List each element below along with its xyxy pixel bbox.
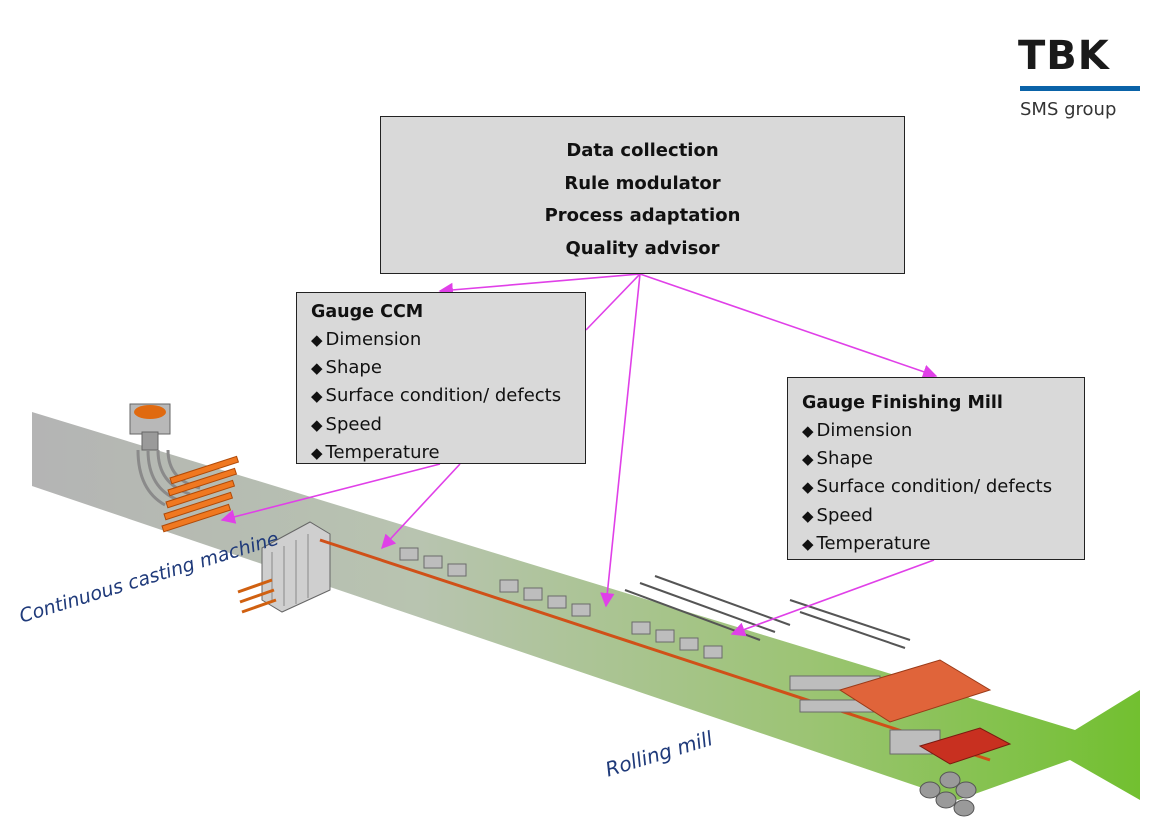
- arrow-ccm-to-furnace: [381, 463, 461, 550]
- list-item: ◆Surface condition/ defects: [802, 476, 1053, 498]
- logo-subtitle: SMS group: [1020, 99, 1117, 120]
- diamond-bullet-icon: ◆: [311, 387, 323, 406]
- ladle-icon: [129, 403, 171, 451]
- slab-stack-icon: [161, 455, 240, 533]
- arrow-to-ccm-box: [438, 273, 641, 298]
- arrow-to-finishing-box: [639, 273, 938, 379]
- diamond-bullet-icon: ◆: [802, 478, 814, 497]
- gauge-ccm-box: Gauge CCM ◆Dimension ◆Shape ◆Surface con…: [296, 292, 586, 464]
- gauge-finishing-mill-title: Gauge Finishing Mill: [802, 393, 1003, 413]
- diamond-bullet-icon: ◆: [311, 415, 323, 434]
- arrow-fm-to-mill: [730, 559, 935, 637]
- data-collection-box: Data collection Rule modulator Process a…: [380, 116, 905, 274]
- bar-bundle-icon: [838, 659, 1012, 765]
- list-item: ◆Speed: [802, 504, 873, 526]
- reheating-furnace-icon: [237, 521, 331, 614]
- list-item: ◆Temperature: [802, 532, 931, 554]
- logo-underline: [1020, 86, 1140, 91]
- box-line-process-adaptation: Process adaptation: [544, 205, 741, 226]
- list-item: ◆Shape: [802, 448, 873, 470]
- diamond-bullet-icon: ◆: [802, 422, 814, 440]
- list-item: ◆Dimension: [311, 329, 422, 350]
- box-line-quality-advisor: Quality advisor: [565, 237, 720, 259]
- diamond-bullet-icon: ◆: [802, 534, 814, 553]
- rolling-train-icon: [319, 538, 991, 762]
- box-line-data-collection: Data collection: [566, 140, 719, 161]
- arrow-ccm-box-link: [585, 273, 641, 331]
- data-flow-arrows: [220, 273, 938, 637]
- diamond-bullet-icon: ◆: [311, 359, 323, 378]
- list-item: ◆Shape: [311, 357, 382, 379]
- arrow-to-rolling-line: [600, 273, 641, 608]
- gauge-finishing-mill-box: Gauge Finishing Mill ◆Dimension ◆Shape ◆…: [787, 377, 1085, 560]
- list-item: ◆Speed: [311, 413, 382, 435]
- diamond-bullet-icon: ◆: [311, 443, 323, 462]
- list-item: ◆Dimension: [802, 420, 913, 441]
- arrow-ccm-to-caster: [220, 463, 441, 524]
- tbk-logo: TBK: [1018, 33, 1110, 79]
- list-item: ◆Surface condition/ defects: [311, 385, 562, 407]
- diamond-bullet-icon: ◆: [802, 450, 814, 469]
- box-line-rule-modulator: Rule modulator: [564, 172, 721, 194]
- diamond-bullet-icon: ◆: [802, 506, 814, 525]
- diamond-bullet-icon: ◆: [311, 331, 323, 349]
- list-item: ◆Temperature: [311, 441, 440, 463]
- gauge-ccm-title: Gauge CCM: [311, 302, 424, 322]
- coils-icon: [919, 771, 977, 817]
- cooling-bed-icon: [624, 575, 911, 649]
